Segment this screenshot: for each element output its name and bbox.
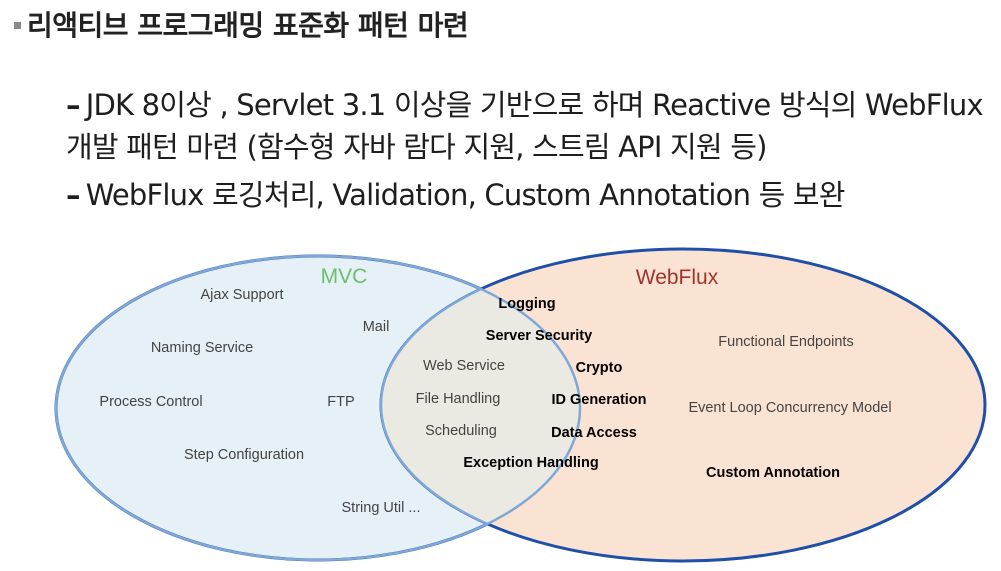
item-scheduling: Scheduling (425, 423, 497, 439)
overlap-outline (379, 256, 580, 560)
mvc-circle-outline (54, 254, 582, 562)
bullet-2-text: WebFlux 로깅처리, Validation, Custom Annotat… (85, 178, 846, 212)
item-functional-endpoints: Functional Endpoints (718, 334, 853, 350)
dash-bullet: – (66, 88, 80, 122)
item-string-util: String Util ... (342, 500, 421, 516)
overlap-region (381, 256, 580, 560)
bullet-1-text: JDK 8이상 , Servlet 3.1 이상을 기반으로 하며 Reacti… (85, 88, 984, 122)
item-id-generation: ID Generation (551, 392, 646, 408)
mvc-set-label: MVC (321, 265, 368, 288)
item-ftp: FTP (327, 394, 354, 410)
item-crypto: Crypto (576, 360, 623, 376)
item-naming-service: Naming Service (151, 340, 253, 356)
title-text: 리액티브 프로그래밍 표준화 패턴 마련 (27, 9, 469, 42)
item-process-control: Process Control (99, 394, 202, 410)
item-web-service: Web Service (423, 358, 505, 374)
slide-title: 리액티브 프로그래밍 표준화 패턴 마련 (14, 4, 469, 44)
bullet-item-2: –WebFlux 로깅처리, Validation, Custom Annota… (66, 174, 996, 216)
item-custom-annotation: Custom Annotation (706, 465, 840, 481)
item-logging: Logging (498, 296, 555, 312)
item-data-access: Data Access (551, 425, 637, 441)
item-event-loop: Event Loop Concurrency Model (688, 400, 891, 416)
square-bullet-icon (14, 22, 21, 29)
bullet-item-1: –JDK 8이상 , Servlet 3.1 이상을 기반으로 하며 React… (66, 84, 996, 126)
bullet-item-1-continued: 개발 패턴 마련 (함수형 자바 람다 지원, 스트림 API 지원 등) (66, 130, 767, 164)
item-step-configuration: Step Configuration (184, 447, 304, 463)
item-server-security: Server Security (486, 328, 592, 344)
item-file-handling: File Handling (416, 391, 501, 407)
bullet-list: –JDK 8이상 , Servlet 3.1 이상을 기반으로 하며 React… (66, 84, 996, 216)
item-mail: Mail (363, 319, 390, 335)
webflux-set-label: WebFlux (636, 266, 719, 289)
item-ajax-support: Ajax Support (200, 287, 283, 303)
dash-bullet: – (66, 178, 80, 212)
item-exception-handling: Exception Handling (463, 455, 598, 471)
